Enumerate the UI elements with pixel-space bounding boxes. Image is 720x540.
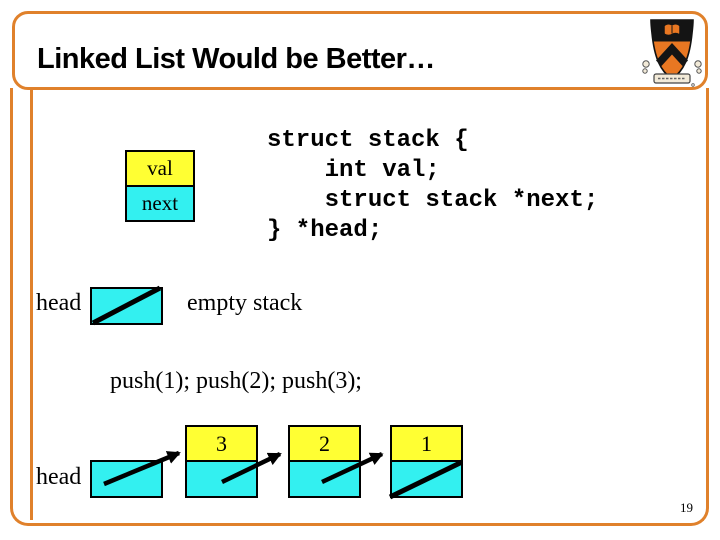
crest-right-scroll <box>694 60 702 68</box>
slide-outer-border <box>10 88 709 526</box>
node-next-box <box>185 460 258 498</box>
crest-tail-curl <box>691 83 695 87</box>
node-value-box: 2 <box>288 425 361 462</box>
page-number: 19 <box>680 500 693 515</box>
next-field-label: next <box>141 191 179 215</box>
next-field-box: next <box>125 185 195 222</box>
node-value-box: 1 <box>390 425 463 462</box>
node-value: 1 <box>421 430 432 456</box>
head-label-empty: head <box>36 290 82 316</box>
page-title: Linked List Would be Better… <box>37 43 435 75</box>
crest-right-curl <box>696 68 702 74</box>
crest-chevron <box>656 43 688 66</box>
head-label-list: head <box>36 464 82 490</box>
push-sequence-text: push(1); push(2); push(3); <box>110 368 362 394</box>
head-pointer-box-empty <box>90 287 163 325</box>
val-field-box: val <box>125 150 195 187</box>
val-field-label: val <box>147 156 173 180</box>
node-value: 2 <box>319 430 330 456</box>
node-value: 3 <box>216 430 227 456</box>
princeton-crest-icon <box>642 19 702 87</box>
crest-left-curl <box>642 68 648 74</box>
node-value-box: 3 <box>185 425 258 462</box>
node-next-box <box>288 460 361 498</box>
slide-content-left-border <box>30 90 33 520</box>
head-pointer-box <box>90 460 163 498</box>
node-next-box <box>390 460 463 498</box>
code-block: struct stack { int val; struct stack *ne… <box>267 127 599 244</box>
crest-left-scroll <box>642 60 650 68</box>
slide-title-bar: Linked List Would be Better… <box>12 11 708 90</box>
empty-stack-caption: empty stack <box>187 290 303 316</box>
